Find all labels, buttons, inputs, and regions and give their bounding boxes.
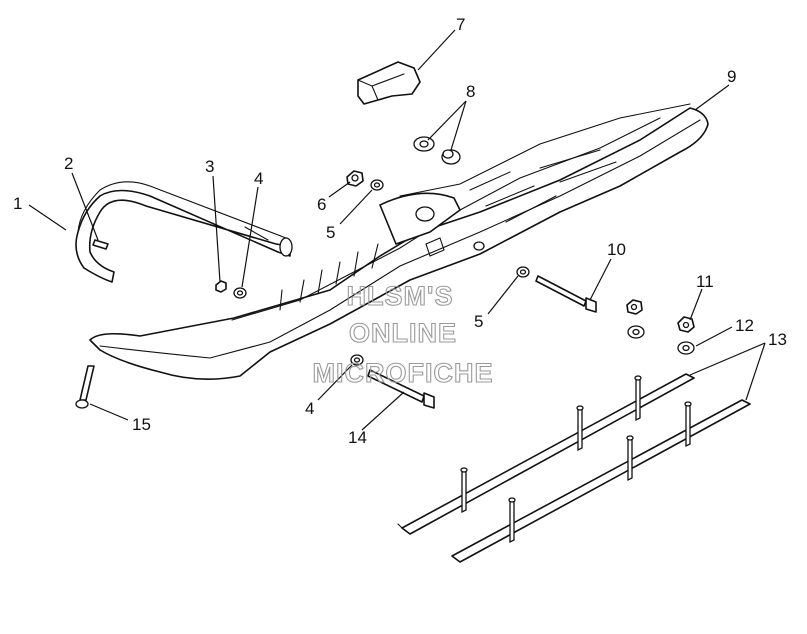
watermark-line-2: ONLINE [349,318,457,348]
callout-4-lower: 4 [305,399,314,418]
wear-block [357,61,421,105]
callout-5-lower: 5 [474,312,483,331]
ski-handle [75,181,293,283]
nut-11-right [677,316,695,333]
callout-11: 11 [696,272,714,291]
callout-9: 9 [727,67,736,86]
callout-8: 8 [466,82,475,101]
callouts: 1 2 3 4 4 5 5 6 7 8 9 10 11 12 13 14 15 [13,15,787,447]
leader-lines [28,29,766,431]
washer-5-lower [516,266,530,278]
callout-6: 6 [317,195,326,214]
washer-12-right [677,341,695,355]
callout-13: 13 [768,330,787,349]
callout-12: 12 [735,316,754,335]
washer-12-left [627,325,645,339]
nut-6 [346,170,364,187]
callout-14: 14 [348,428,367,447]
bolt-10 [535,275,597,313]
bushings [413,136,461,165]
ski-body [89,103,709,380]
carbide-runner-lower [451,399,751,563]
callout-10: 10 [607,240,626,259]
washer-4-lower [350,354,364,366]
callout-4-upper: 4 [254,169,263,188]
watermark: HLSM'S ONLINE MICROFICHE [312,280,494,388]
callout-5-upper: 5 [326,223,335,242]
washer-5-upper [370,179,384,191]
callout-15: 15 [132,415,151,434]
callout-1: 1 [13,194,22,213]
callout-2: 2 [64,154,73,173]
bolt-14 [367,369,435,409]
carbide-runner-upper [397,373,695,535]
watermark-line-3: MICROFICHE [313,358,494,388]
nut-11-left [626,299,643,315]
handle-clip [92,239,109,250]
watermark-line-1: HLSM'S [347,281,454,311]
callout-7: 7 [456,15,465,34]
callout-3: 3 [205,157,214,176]
nut-3 [215,280,227,293]
pin-15 [75,365,95,409]
washer-4-upper [233,287,247,299]
